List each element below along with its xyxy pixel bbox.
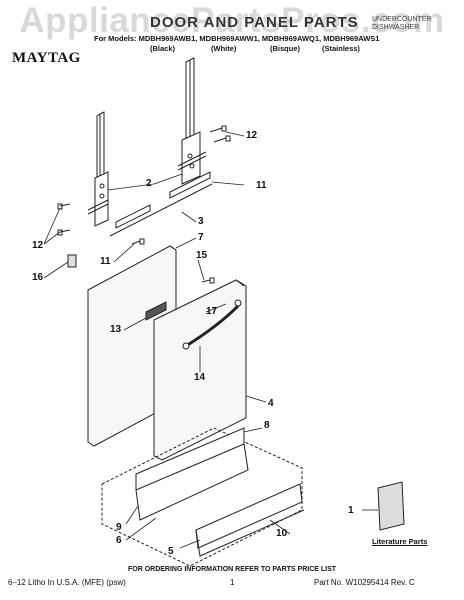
literature-parts-label: Literature Parts bbox=[372, 537, 428, 546]
hinge-rails bbox=[109, 171, 213, 237]
left-mounting-bracket bbox=[87, 111, 109, 227]
screws-right bbox=[209, 125, 231, 143]
callout-9: 9 bbox=[116, 522, 122, 533]
control-label bbox=[145, 301, 167, 321]
brand-logo: MAYTAG bbox=[12, 50, 81, 66]
callout-13: 13 bbox=[110, 324, 122, 335]
screw-11 bbox=[131, 238, 145, 245]
part-number: Part No. W10295414 Rev. C bbox=[314, 578, 415, 587]
callout-8: 8 bbox=[264, 420, 270, 431]
callout-17: 17 bbox=[206, 306, 218, 317]
callout-10: 10 bbox=[276, 528, 288, 539]
product-type-text: UNDERCOUNTER DISHWASHER bbox=[372, 16, 432, 31]
clip-16 bbox=[67, 254, 77, 268]
callout-12-right: 12 bbox=[246, 130, 258, 141]
callout-3: 3 bbox=[198, 216, 204, 227]
watermark: AppliancePartsPros.com bbox=[19, 1, 445, 40]
color-bisque: (Bisque) bbox=[270, 44, 300, 53]
right-mounting-bracket bbox=[177, 57, 207, 185]
callout-7: 7 bbox=[198, 232, 204, 243]
color-black: (Black) bbox=[150, 44, 176, 53]
litho-text: 6–12 Litho In U.S.A. (MFE) (psw) bbox=[8, 578, 126, 587]
color-white: (White) bbox=[211, 44, 237, 53]
callout-11-mid: 11 bbox=[100, 256, 111, 267]
callout-1: 1 bbox=[348, 505, 354, 516]
callout-5: 5 bbox=[168, 546, 174, 557]
lower-panel-outline bbox=[101, 427, 303, 567]
callout-6: 6 bbox=[116, 535, 122, 546]
callout-14: 14 bbox=[194, 372, 206, 383]
callout-16: 16 bbox=[32, 272, 44, 283]
order-note: FOR ORDERING INFORMATION REFER TO PARTS … bbox=[127, 566, 337, 573]
callout-4: 4 bbox=[268, 398, 274, 409]
color-stainless: (Stainless) bbox=[322, 44, 360, 53]
leader-lines bbox=[43, 131, 378, 549]
page-title: DOOR AND PANEL PARTS bbox=[150, 14, 359, 31]
literature-booklet bbox=[377, 481, 405, 531]
product-type: UNDERCOUNTER DISHWASHER bbox=[372, 16, 432, 32]
callout-12-left: 12 bbox=[32, 240, 44, 251]
callout-11-top: 11 bbox=[256, 180, 267, 191]
toe-panel bbox=[195, 483, 303, 549]
page-number: 1 bbox=[230, 578, 235, 587]
callout-2: 2 bbox=[146, 178, 152, 189]
callout-15: 15 bbox=[196, 250, 208, 261]
door-handle bbox=[185, 304, 240, 348]
models-line: For Models: MDBH969AWB1, MDBH969AWW1, MD… bbox=[94, 34, 380, 43]
screws-left bbox=[57, 203, 71, 236]
